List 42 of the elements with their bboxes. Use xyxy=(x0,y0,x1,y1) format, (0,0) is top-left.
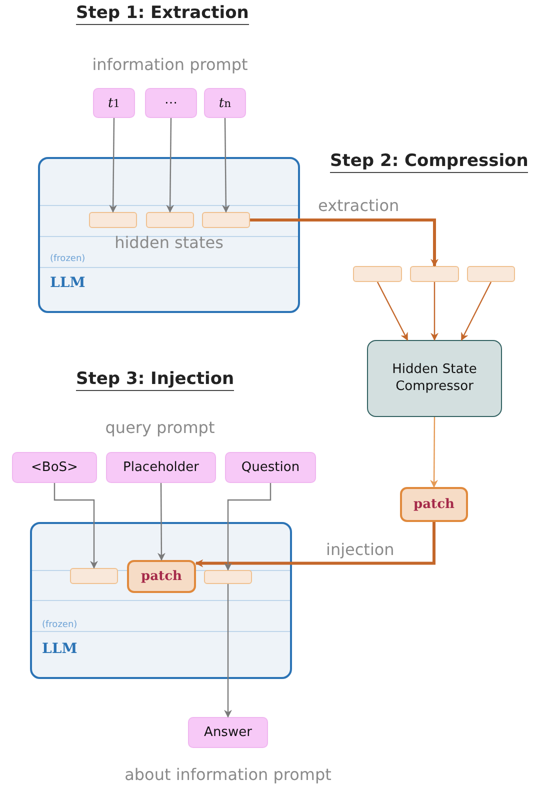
prompt-label: about information prompt xyxy=(124,765,332,784)
llm-block xyxy=(30,522,292,679)
arrow xyxy=(224,483,272,571)
arrow xyxy=(376,282,408,341)
step-heading: Step 3: Injection xyxy=(76,369,234,391)
step-heading: Step 2: Compression xyxy=(330,151,528,173)
frozen-note: (frozen) xyxy=(42,620,78,630)
prompt-label: information prompt xyxy=(92,55,248,74)
model-name: LLM xyxy=(42,641,78,657)
arrow xyxy=(224,584,232,718)
token-box: ⋯ xyxy=(145,88,197,118)
token-box: Question xyxy=(225,452,316,483)
token-box: Placeholder xyxy=(106,452,216,483)
arrow xyxy=(222,118,230,213)
hidden-state-box xyxy=(353,266,402,282)
arrow xyxy=(430,282,438,341)
arrow xyxy=(430,417,438,488)
arrow xyxy=(460,282,492,341)
patch-box: patch xyxy=(400,487,468,522)
hidden-state-box xyxy=(202,212,250,228)
arrow xyxy=(166,118,174,213)
arrow xyxy=(250,218,438,267)
hidden-state-box xyxy=(467,266,515,282)
arrow xyxy=(195,522,436,568)
arrow xyxy=(54,483,98,569)
hidden-state-box xyxy=(70,568,118,584)
layer-label: hidden states xyxy=(114,233,224,252)
step-heading: Step 1: Extraction xyxy=(76,3,249,25)
frozen-note: (frozen) xyxy=(50,254,86,264)
prompt-label: query prompt xyxy=(105,418,215,437)
token-box: <BoS> xyxy=(12,452,97,483)
hidden-state-box xyxy=(146,212,194,228)
compressor-box: Hidden State Compressor xyxy=(367,340,502,417)
model-name: LLM xyxy=(50,275,86,291)
arrow xyxy=(109,118,118,213)
llm-block xyxy=(38,157,300,313)
patch-box: patch xyxy=(127,560,196,593)
arrow xyxy=(157,483,166,561)
hidden-state-box xyxy=(410,266,459,282)
hidden-state-box xyxy=(204,570,252,584)
hidden-state-box xyxy=(89,212,137,228)
answer-box: Answer xyxy=(188,717,268,748)
